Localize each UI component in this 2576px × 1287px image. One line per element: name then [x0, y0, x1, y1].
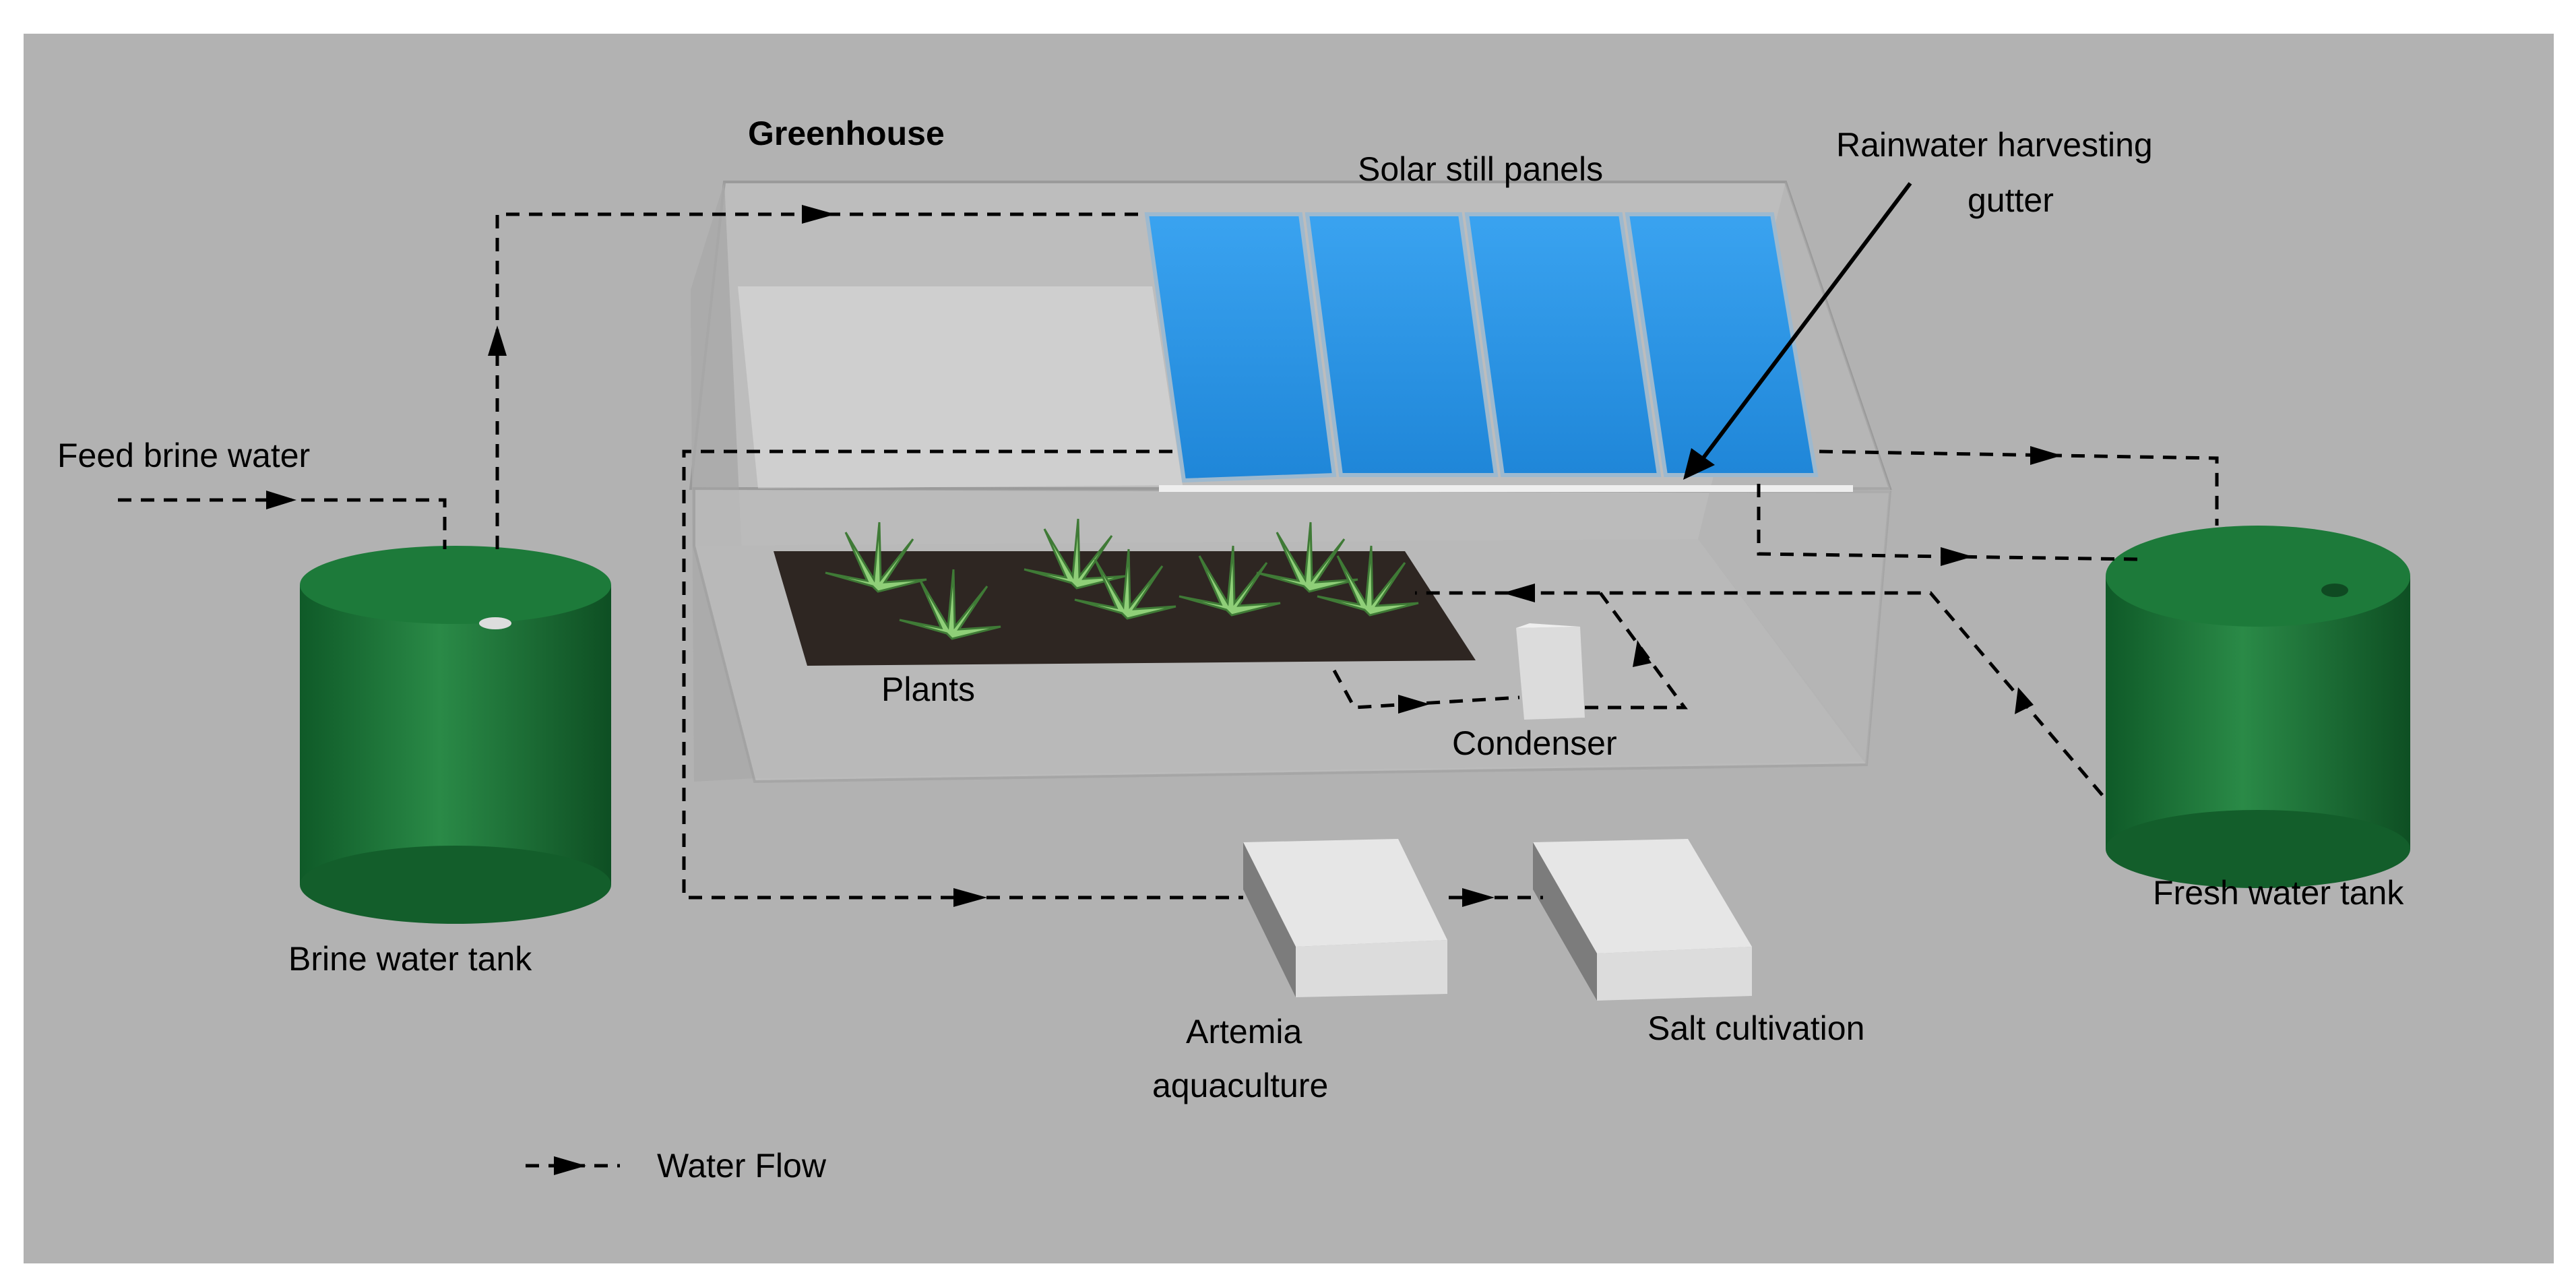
label-rainwater-line1: Rainwater harvesting — [1836, 126, 2153, 164]
solar-panel-3 — [1464, 212, 1662, 477]
gutter-pointer-head — [1683, 448, 1715, 480]
label-plants: Plants — [881, 670, 975, 708]
solar-panel-2 — [1305, 212, 1499, 477]
water-flow-lines — [118, 205, 2219, 907]
flow-brine-to-panels — [495, 212, 1145, 549]
salt-cultivation-tank — [1533, 839, 1752, 1001]
flow-arrow-to-plants — [1503, 584, 1535, 602]
solar-still-panels — [1144, 212, 1819, 483]
flow-arrow-up — [488, 325, 507, 356]
flow-panels-to-fresh-upper — [1819, 449, 2219, 526]
flow-arrow-right-upper — [2030, 446, 2062, 465]
flow-arrow-artemia-salt — [1462, 888, 1495, 907]
flow-arrow-fresh-return — [2015, 687, 2034, 714]
artemia-aquaculture-tank — [1243, 839, 1447, 997]
brine-water-tank — [300, 546, 611, 924]
label-condenser: Condenser — [1452, 724, 1617, 762]
plant-7 — [1317, 545, 1419, 617]
flow-fresh-to-plants — [1415, 591, 2104, 796]
plant-5 — [1179, 545, 1281, 617]
label-artemia-line1: Artemia — [1186, 1013, 1302, 1050]
greenhouse — [689, 181, 1892, 784]
greenhouse-shelf — [738, 286, 1183, 489]
flow-condenser-loop — [1332, 592, 1688, 710]
label-greenhouse: Greenhouse — [748, 115, 945, 152]
label-salt-cultivation: Salt cultivation — [1647, 1009, 1864, 1047]
flow-arrow-right-lower — [1941, 547, 1973, 566]
flow-arrow-bottom-left — [953, 888, 987, 907]
plant-4 — [1074, 548, 1176, 620]
flow-arrow-condenser-in — [1398, 695, 1430, 714]
flow-arrow-feed — [266, 491, 296, 509]
solar-panel-4 — [1625, 212, 1819, 477]
plant-3 — [1024, 518, 1126, 590]
label-rainwater-line2: gutter — [1968, 181, 2054, 219]
label-fresh-water-tank: Fresh water tank — [2153, 874, 2404, 912]
legend: Water Flow — [526, 1147, 827, 1185]
flow-feed-brine — [118, 498, 447, 549]
plant-2 — [899, 569, 1001, 640]
flow-arrow-condenser-up — [1633, 640, 1652, 667]
flow-arrow-top — [802, 205, 836, 224]
fresh-water-tank — [2106, 526, 2410, 888]
solar-panel-1 — [1144, 212, 1337, 483]
condenser — [1516, 623, 1585, 720]
gutter-pointer-line — [1696, 182, 1912, 466]
label-solar-still-panels: Solar still panels — [1358, 150, 1603, 188]
plant-1 — [825, 522, 927, 593]
label-brine-water-tank: Brine water tank — [288, 940, 532, 978]
legend-label-water-flow: Water Flow — [657, 1147, 827, 1185]
plants-group — [825, 518, 1419, 640]
label-artemia-line2: aquaculture — [1152, 1067, 1328, 1104]
flow-gutter-to-fresh — [1757, 484, 2140, 561]
label-feed-brine-water: Feed brine water — [57, 437, 310, 474]
legend-arrowhead — [554, 1156, 586, 1175]
